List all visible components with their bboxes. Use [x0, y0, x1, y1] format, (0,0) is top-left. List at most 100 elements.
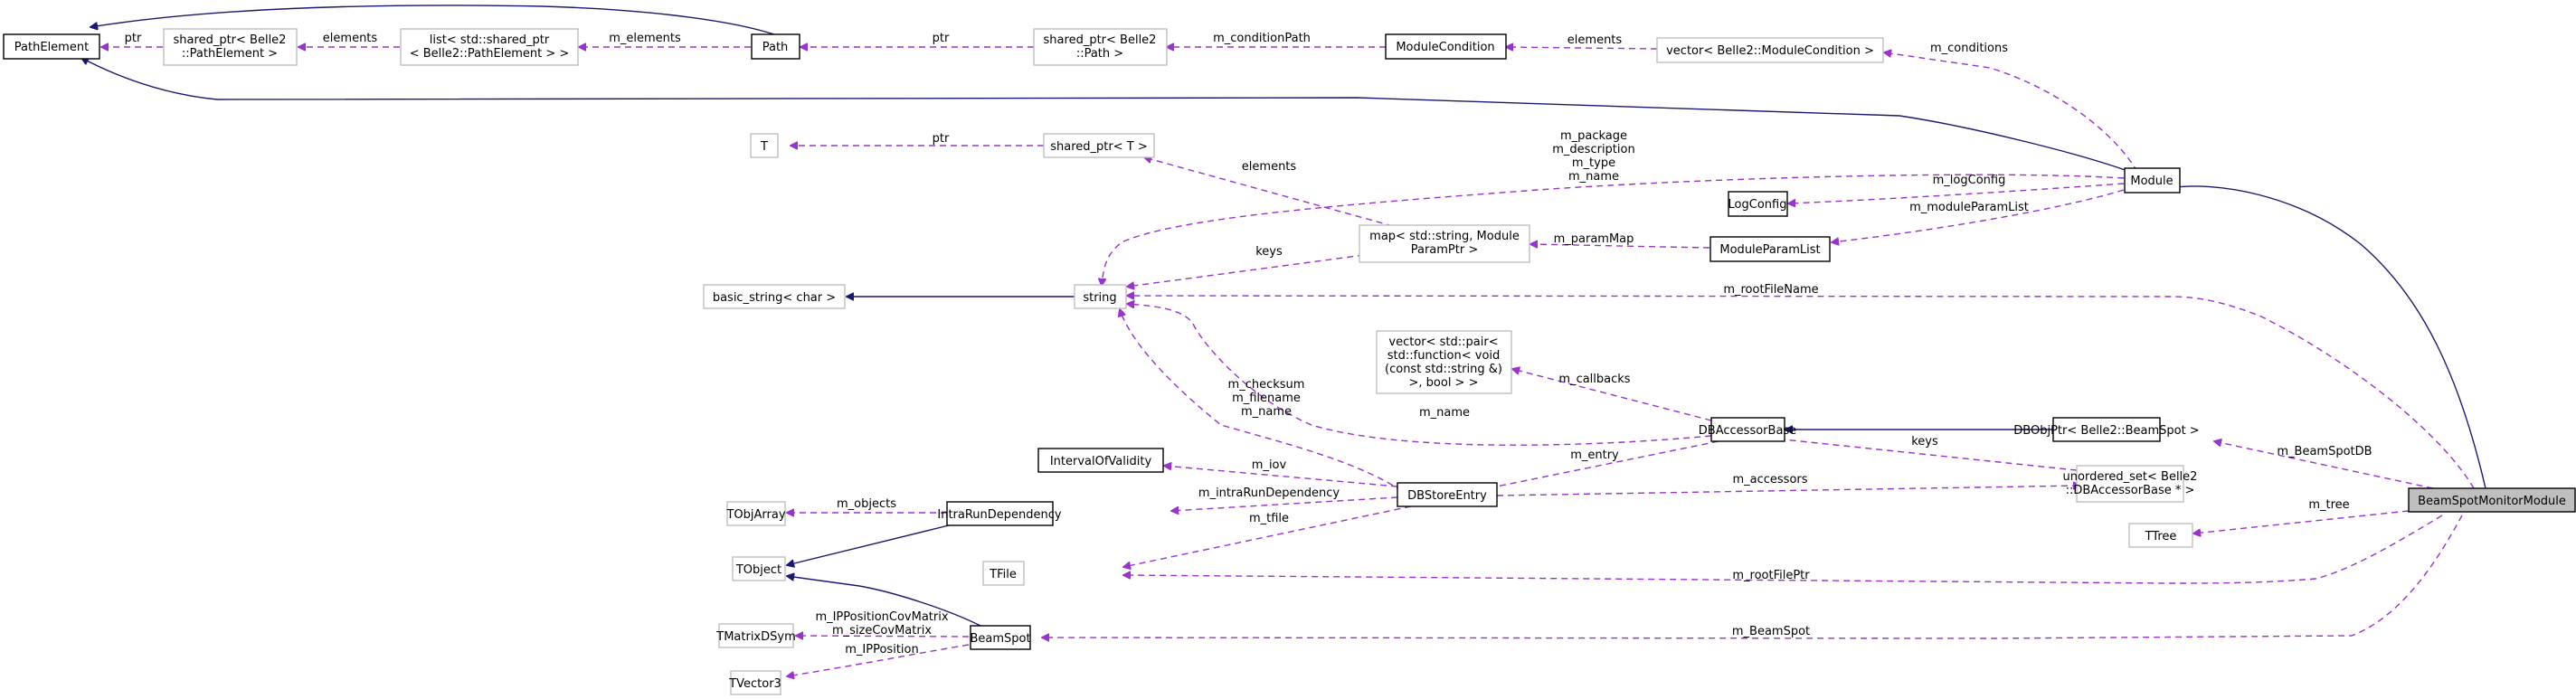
edge-dbstore-strings [1120, 309, 1403, 492]
text-line: vector< std::pair< [1388, 335, 1498, 349]
class-node-tvector3[interactable]: TVector3 [728, 670, 781, 695]
class-node-intervalofvalidity[interactable]: IntervalOfValidity [1037, 448, 1164, 473]
edge-dbstore-m_tfile [1123, 505, 1412, 567]
class-node-shared-ptr-pathelement[interactable]: shared_ptr< Belle2::PathElement > [163, 28, 298, 66]
svg-text:TObject: TObject [735, 563, 781, 577]
text-line: m_checksum [1228, 378, 1305, 392]
text-line: m_name [1568, 170, 1619, 184]
class-node-string[interactable]: string [1074, 284, 1127, 309]
edge-label-elements-map: elements [1242, 160, 1297, 174]
class-node-list-shared-ptr[interactable]: list< std::shared_ptr< Belle2::PathEleme… [400, 28, 579, 66]
edge-module-strings [1102, 174, 2125, 286]
text-line: std::function< void [1387, 349, 1501, 363]
class-node-t[interactable]: T [750, 133, 779, 158]
edge-moduleparamlist-m_paramMap [1530, 244, 1710, 249]
svg-text:Module: Module [2130, 175, 2173, 188]
text-line: m_rootFilePtr [1732, 569, 1810, 582]
edge-label-m_BeamSpot: m_BeamSpot [1732, 625, 1810, 638]
svg-text:TMatrixDSym: TMatrixDSym [715, 630, 796, 644]
svg-text:IntraRunDependency: IntraRunDependency [937, 508, 1062, 522]
text-line: LogConfig [1728, 198, 1787, 212]
edge-beamspotmonitor-m_BeamSpot [1042, 515, 2463, 638]
class-node-tmatrixdsym[interactable]: TMatrixDSym [715, 623, 796, 648]
text-line: TTree [2145, 530, 2177, 543]
class-node-tobjarray[interactable]: TObjArray [725, 501, 786, 526]
edge-beamspotmonitor-m_rootFilePtr [1123, 515, 2443, 584]
text-line: ModuleCondition [1396, 41, 1494, 54]
class-node-module[interactable]: Module [2124, 167, 2181, 194]
text-line: m_rootFileName [1723, 283, 1818, 297]
class-node-dbstoreentry[interactable]: DBStoreEntry [1397, 482, 1498, 507]
edge-path-to-pathelement-inherit [90, 5, 775, 35]
text-line: ptr [933, 132, 950, 146]
text-line: m_conditions [1930, 42, 2008, 55]
text-line: elements [323, 32, 378, 45]
edge-dbstore-m_accessors [1496, 486, 2080, 496]
class-node-logconfig[interactable]: LogConfig [1728, 191, 1788, 217]
edge-label-m_tfile: m_tfile [1249, 512, 1289, 525]
text-line: m_type [1572, 156, 1615, 170]
text-line: ::PathElement > [182, 47, 278, 61]
edge-label-m_callbacks: m_callbacks [1558, 373, 1630, 386]
class-node-pathelement[interactable]: PathElement [3, 33, 100, 60]
edge-dbaccessor-m_entry [1488, 440, 1719, 488]
edge-beamspotmonitor-m_rootFileName [1127, 296, 2475, 489]
edge-label-m_tree: m_tree [2308, 498, 2349, 512]
text-line: m_logConfig [1933, 174, 2006, 187]
text-line: IntraRunDependency [937, 508, 1062, 522]
text-line: m_intraRunDependency [1198, 486, 1340, 500]
text-line: DBObjPtr< Belle2::BeamSpot > [2013, 424, 2199, 438]
edge-label-m_name-accessor: m_name [1419, 406, 1470, 420]
text-line: TMatrixDSym [715, 630, 796, 644]
text-line: m_entry [1570, 449, 1619, 462]
svg-text:basic_string< char >: basic_string< char > [713, 291, 836, 305]
svg-text:list< std::shared_ptr< Belle2:: list< std::shared_ptr< Belle2::PathEleme… [410, 33, 570, 61]
svg-text:BeamSpotMonitorModule: BeamSpotMonitorModule [2418, 495, 2566, 508]
text-line: map< std::string, Module [1369, 230, 1520, 243]
class-node-dbaccessorbase[interactable]: DBAccessorBase [1699, 417, 1796, 442]
text-line: m_callbacks [1558, 373, 1630, 386]
class-node-ttree[interactable]: TTree [2128, 523, 2193, 548]
svg-text:TVector3: TVector3 [728, 677, 781, 691]
class-node-intrarundependency[interactable]: IntraRunDependency [937, 501, 1062, 526]
edge-label-keys-map: keys [1255, 245, 1283, 259]
text-line: shared_ptr< T > [1050, 140, 1147, 154]
edge-beamspotmonitor-m_BeamSpotDB [2214, 441, 2434, 489]
class-node-moduleparamlist[interactable]: ModuleParamList [1709, 236, 1831, 262]
edge-module-m_moduleParamList [1832, 189, 2125, 242]
text-line: m_filename [1232, 392, 1301, 405]
class-node-tobject[interactable]: TObject [732, 556, 786, 581]
text-line: >, bool > > [1409, 376, 1479, 390]
text-line: m_name [1419, 406, 1470, 420]
svg-text:TFile: TFile [989, 568, 1017, 581]
class-node-dbobjptr[interactable]: DBObjPtr< Belle2::BeamSpot > [2013, 417, 2200, 442]
text-line: TObjArray [725, 508, 785, 522]
edge-beamspot-to-tobject-inherit [787, 576, 981, 627]
class-node-vector-modulecondition[interactable]: vector< Belle2::ModuleCondition > [1656, 37, 1884, 63]
class-node-modulecondition[interactable]: ModuleCondition [1385, 33, 1507, 60]
text-line: TFile [989, 568, 1017, 581]
class-node-tfile[interactable]: TFile [982, 561, 1025, 586]
text-line: TVector3 [728, 677, 781, 691]
edge-module-m_conditions [1884, 52, 2138, 173]
svg-text:ModuleCondition: ModuleCondition [1396, 41, 1494, 54]
class-node-vector-pair[interactable]: vector< std::pair<std::function< void(co… [1376, 330, 1512, 394]
text-line: m_description [1552, 143, 1634, 156]
class-node-beamspotmonitormodule[interactable]: BeamSpotMonitorModule [2408, 487, 2576, 513]
class-node-beamspot[interactable]: BeamSpot [970, 625, 1031, 650]
class-node-path[interactable]: Path [751, 33, 800, 60]
svg-text:shared_ptr< Belle2::PathElemen: shared_ptr< Belle2::PathElement > [174, 33, 287, 61]
edge-label-m_intraRunDependency: m_intraRunDependency [1198, 486, 1340, 500]
text-line: < Belle2::PathElement > > [410, 47, 570, 61]
class-node-shared-ptr-path[interactable]: shared_ptr< Belle2::Path > [1033, 28, 1168, 66]
text-line: BeamSpotMonitorModule [2418, 495, 2566, 508]
class-node-unordered-set[interactable]: unordered_set< Belle2::DBAccessorBase * … [2063, 465, 2198, 503]
class-node-shared-ptr-t[interactable]: shared_ptr< T > [1043, 133, 1155, 158]
svg-text:IntervalOfValidity: IntervalOfValidity [1050, 455, 1152, 468]
edge-beamspotmonitor-to-module-inherit [2169, 186, 2486, 489]
class-node-basic-string[interactable]: basic_string< char > [703, 284, 846, 309]
text-line: m_elements [609, 32, 681, 45]
